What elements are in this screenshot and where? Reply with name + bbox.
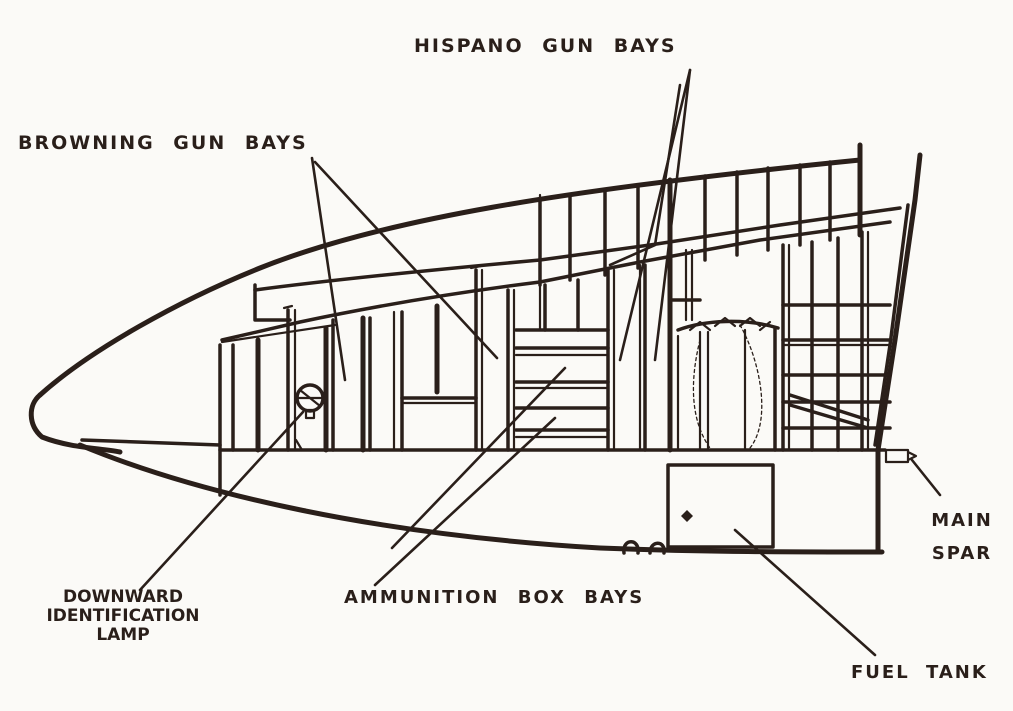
browning-gun-bays-label: BROWNING GUN BAYS	[18, 132, 308, 154]
ammunition-bay-structure	[514, 268, 616, 452]
wing-outline	[28, 152, 923, 555]
downward-identification-lamp-label: DOWNWARD IDENTIFICATION LAMP	[28, 587, 218, 646]
leader-lines	[138, 68, 942, 657]
main-spar-label-line-2: SPAR	[931, 543, 993, 565]
forward-ribs	[218, 264, 516, 497]
fuel-tank-outline	[666, 463, 775, 549]
fuel-tank-label: FUEL TANK	[851, 662, 988, 683]
ammunition-box-bays-label: AMMUNITION BOX BAYS	[344, 587, 645, 608]
lamp-label-line-3: LAMP	[96, 625, 150, 646]
hispano-gun-bays-label: HISPANO GUN BAYS	[414, 35, 677, 57]
lamp-label-line-1: DOWNWARD	[63, 587, 183, 607]
identification-lamp	[294, 383, 325, 452]
lamp-label-line-2: IDENTIFICATION	[46, 606, 200, 627]
aft-grid	[781, 230, 892, 452]
main-spar-label: MAIN SPAR	[924, 504, 1000, 571]
aft-bay-detail	[676, 316, 780, 452]
lower-fairings	[622, 540, 666, 555]
main-spar-label-line-1: MAIN	[931, 510, 993, 531]
